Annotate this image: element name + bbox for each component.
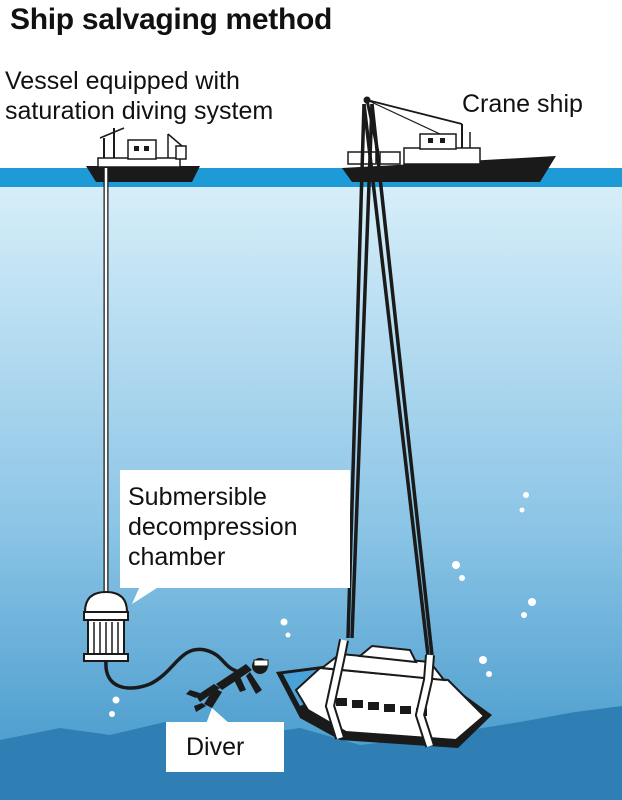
umbilical-hose: [104, 647, 241, 690]
decompression-chamber: [83, 590, 129, 662]
bubbles: [109, 492, 536, 717]
diver-label: Diver: [186, 733, 245, 761]
chamber-callout-pointer: [132, 586, 160, 604]
sunken-ship: [276, 639, 492, 748]
diving-vessel: [86, 127, 200, 182]
vessel-label: Vessel equipped with saturation diving s…: [5, 66, 273, 126]
diver-callout-pointer: [206, 708, 230, 724]
seabed: [0, 706, 622, 800]
chamber-label-line-1: Submersible: [128, 483, 267, 511]
diver-callout: [166, 722, 284, 772]
diver-figure: [186, 658, 269, 712]
chamber-label-line-2: decompression: [128, 513, 298, 541]
vessel-label-line-1: Vessel equipped with: [5, 67, 240, 95]
diagram-title: Ship salvaging method: [10, 3, 333, 36]
vessel-label-line-2: saturation diving system: [5, 97, 274, 125]
crane-cables: [346, 103, 434, 656]
chamber-label-line-3: chamber: [128, 543, 226, 571]
chamber-callout: [120, 470, 350, 588]
crane-ship-label: Crane ship: [462, 90, 583, 118]
chamber-label: Submersible decompression chamber: [128, 482, 298, 572]
